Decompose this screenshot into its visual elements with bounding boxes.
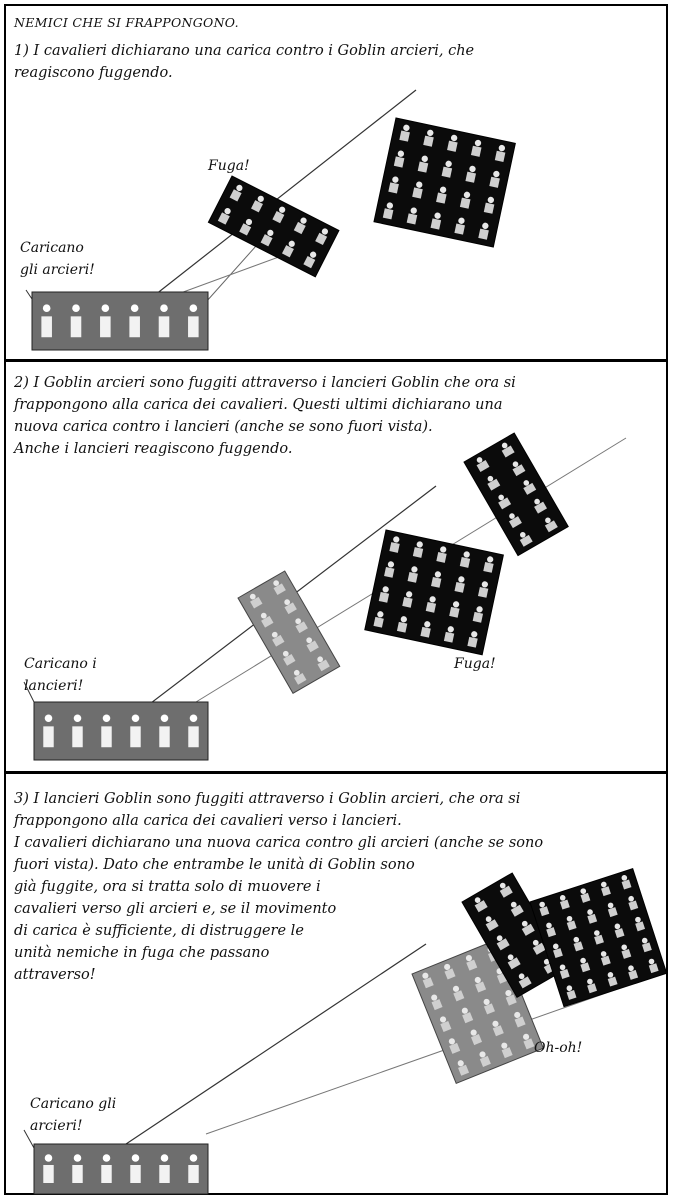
figure-head	[161, 1154, 169, 1162]
charge-label-line: lancieri!	[24, 676, 83, 696]
figure-body	[159, 316, 170, 337]
figure-body	[188, 1165, 198, 1183]
figure-body	[43, 726, 53, 747]
figure-head	[190, 1154, 198, 1162]
figure-body	[130, 1165, 140, 1183]
flee-label: Fuga!	[454, 654, 496, 674]
figure-head	[190, 714, 198, 722]
figure-body	[130, 726, 140, 747]
figure-body	[71, 316, 82, 337]
figure-head	[190, 304, 198, 312]
panel-2: 2) I Goblin arcieri sono fuggiti attrave…	[6, 362, 666, 774]
figure-head	[45, 714, 53, 722]
figure-head	[132, 714, 140, 722]
goblin-unit-fleeing	[530, 869, 666, 1007]
figure-body	[159, 726, 169, 747]
figure-body	[72, 726, 82, 747]
charge-label-line: arcieri!	[30, 1116, 82, 1136]
figure-head	[72, 304, 80, 312]
goblin-spearmen-unit	[374, 118, 515, 247]
panel-3: 3) I lancieri Goblin sono fuggiti attrav…	[6, 774, 666, 1197]
figure-head	[160, 304, 168, 312]
figure-body	[41, 316, 52, 337]
charge-label-line: Caricano gli	[30, 1094, 116, 1114]
figure-head	[103, 1154, 111, 1162]
figure-body	[100, 316, 111, 337]
goblin-unit-fleeing	[464, 433, 568, 556]
flee-label: Fuga!	[208, 156, 250, 176]
figure-body	[129, 316, 140, 337]
figure-body	[101, 1165, 111, 1183]
ohoh-label: Oh-oh!	[534, 1038, 582, 1058]
goblin-archers-unit	[238, 571, 340, 693]
charge-label-line: Caricano	[20, 238, 84, 258]
figure-head	[103, 714, 111, 722]
knights-unit	[34, 1144, 208, 1194]
figure-head	[132, 1154, 140, 1162]
figure-body	[188, 726, 198, 747]
knights-unit	[32, 292, 208, 350]
knights-unit	[34, 702, 208, 760]
diagram-page: NEMICI CHE SI FRAPPONGONO. 1) I cavalier…	[4, 4, 668, 1195]
figure-body	[159, 1165, 169, 1183]
figure-body	[72, 1165, 82, 1183]
figure-head	[131, 304, 139, 312]
figure-body	[43, 1165, 53, 1183]
panel-3-illustration	[6, 774, 666, 1197]
goblin-spearmen-unit	[365, 530, 504, 655]
figure-head	[74, 1154, 82, 1162]
goblin-archers-unit	[208, 176, 339, 277]
panel-1-illustration	[6, 6, 666, 362]
figure-head	[102, 304, 110, 312]
charge-line	[126, 944, 426, 1144]
figure-head	[74, 714, 82, 722]
charge-label-line: gli arcieri!	[20, 260, 95, 280]
figure-head	[43, 304, 51, 312]
panel-1: NEMICI CHE SI FRAPPONGONO. 1) I cavalier…	[6, 6, 666, 362]
charge-label-line: Caricano i	[24, 654, 97, 674]
figure-head	[45, 1154, 53, 1162]
figure-body	[101, 726, 111, 747]
figure-body	[188, 316, 199, 337]
panel-2-illustration	[6, 362, 666, 774]
figure-head	[161, 714, 169, 722]
